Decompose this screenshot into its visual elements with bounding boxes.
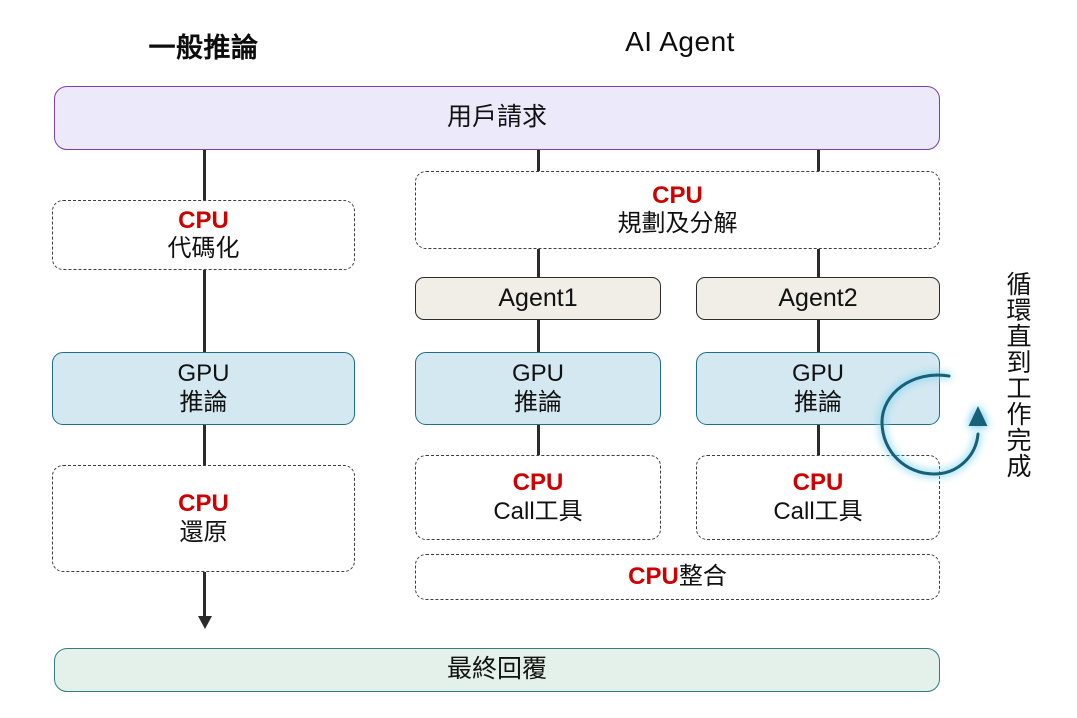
connector-agent2-gpu-to-tool (817, 425, 820, 455)
connector-agent1-to-gpu (537, 320, 540, 352)
column-title-general-inference: 一般推論 (148, 33, 259, 63)
agent-cpu-plan-label: 規劃及分解 (617, 210, 738, 237)
connector-gpu-to-decode (203, 425, 206, 465)
final-response-box: 最終回覆 (54, 648, 940, 692)
loop-char-2: 直 (1006, 323, 1032, 351)
agent2-name: Agent2 (778, 283, 858, 312)
agent2-cpu-tool-box: CPU Call工具 (696, 455, 940, 540)
loop-char-5: 作 (1006, 401, 1032, 429)
left-cpu-encode-box: CPU 代碼化 (52, 200, 355, 270)
column-title-ai-agent: AI Agent (625, 26, 735, 57)
agent1-name: Agent1 (498, 283, 578, 312)
loop-char-7: 成 (1006, 453, 1032, 481)
agent1-cpu-tool-box: CPU Call工具 (415, 455, 661, 540)
agent-cpu-merge-rest: 整合 (678, 562, 727, 590)
left-gpu-inference-box: GPU 推論 (52, 352, 355, 425)
agent-cpu-plan-accent: CPU (652, 181, 703, 209)
agent1-cpu-tool-accent: CPU (512, 469, 564, 497)
loop-char-1: 環 (1006, 297, 1032, 325)
loop-char-6: 完 (1006, 427, 1032, 455)
user-request-box: 用戶請求 (54, 86, 940, 150)
connector-request-to-encode (203, 150, 206, 200)
loop-char-3: 到 (1006, 349, 1032, 377)
agent2-cpu-tool-accent: CPU (792, 469, 844, 497)
left-cpu-decode-label: 還原 (179, 518, 228, 546)
connector-request-to-plan-left (537, 150, 540, 171)
agent2-header-box: Agent2 (696, 277, 940, 320)
agent-cpu-merge-box: CPU整合 (415, 554, 940, 600)
connector-request-to-plan-right (817, 150, 820, 171)
user-request-label: 用戶請求 (446, 103, 547, 132)
left-cpu-decode-box: CPU 還原 (52, 465, 355, 572)
agent2-gpu-accent: GPU (791, 360, 844, 388)
agent1-gpu-label: 推論 (514, 388, 562, 416)
left-gpu-inference-label: 推論 (179, 388, 228, 416)
agent-cpu-merge-accent: CPU (628, 562, 679, 590)
final-response-label: 最終回覆 (446, 655, 547, 684)
agent-cpu-plan-box: CPU 規劃及分解 (415, 171, 940, 249)
loop-arrow-icon (880, 373, 988, 476)
connector-decode-to-final (203, 572, 206, 620)
agent-cpu-merge-label: CPU整合 (628, 563, 727, 591)
left-cpu-encode-accent: CPU (178, 206, 229, 234)
arrowhead-decode-to-final (197, 616, 212, 629)
agent1-cpu-tool-label: Call工具 (493, 497, 583, 525)
left-gpu-inference-accent: GPU (177, 360, 230, 388)
loop-label-vertical: 循 環 直 到 工 作 完 成 (1003, 272, 1035, 480)
left-cpu-decode-accent: CPU (178, 490, 229, 518)
agent1-gpu-accent: GPU (511, 360, 564, 388)
left-cpu-encode-label: 代碼化 (167, 235, 240, 262)
connector-agent2-to-gpu (817, 320, 820, 352)
connector-plan-to-agent2 (817, 249, 820, 277)
loop-char-0: 循 (1006, 271, 1032, 299)
agent2-gpu-label: 推論 (794, 388, 842, 416)
agent2-cpu-tool-label: Call工具 (773, 497, 863, 525)
agent1-gpu-inference-box: GPU 推論 (415, 352, 661, 425)
connector-agent1-gpu-to-tool (537, 425, 540, 455)
agent1-header-box: Agent1 (415, 277, 661, 320)
connector-encode-to-gpu (203, 270, 206, 352)
loop-char-4: 工 (1006, 375, 1032, 403)
connector-plan-to-agent1 (537, 249, 540, 277)
